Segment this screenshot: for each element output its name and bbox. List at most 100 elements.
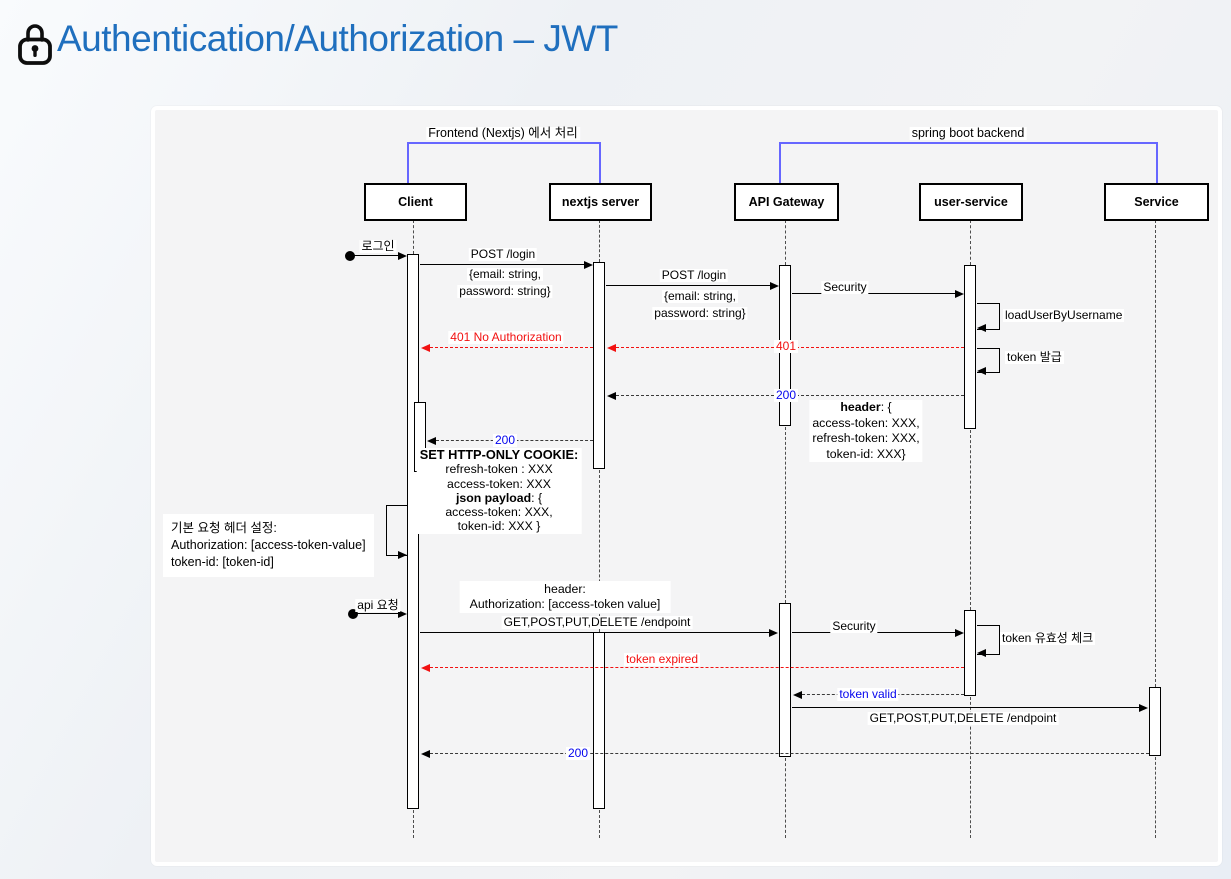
arrowhead xyxy=(607,391,616,400)
note-title: SET HTTP-ONLY COOKIE: xyxy=(419,447,579,462)
message-label-401: 401 xyxy=(773,339,799,353)
arrowhead xyxy=(977,323,986,332)
arrowhead xyxy=(770,281,779,290)
note-default-header: 기본 요청 헤더 설정: Authorization: [access-toke… xyxy=(163,514,374,577)
arrowhead xyxy=(398,609,407,618)
message-line-login xyxy=(353,255,399,256)
arrowhead xyxy=(398,550,407,559)
message-label-token-expired: token expired xyxy=(623,652,701,666)
note-line: header: { xyxy=(812,400,919,416)
selfcall-token-check xyxy=(977,625,1000,655)
page-title: Authentication/Authorization – JWT xyxy=(57,18,618,59)
group-label-frontend: Frontend (Nextjs) 에서 처리 xyxy=(426,126,580,140)
backend-bracket-right xyxy=(1156,142,1158,183)
note-line: json payload: { xyxy=(420,491,579,505)
note-line: token-id: XXX } xyxy=(457,519,541,534)
arrowhead xyxy=(793,690,802,699)
lifeline-user-service xyxy=(970,220,971,265)
diagram-card xyxy=(151,106,1222,866)
lifeline-service xyxy=(1155,220,1156,687)
message-line-security-1 xyxy=(792,293,956,294)
participant-api-gateway-label: API Gateway xyxy=(748,195,825,209)
lifeline-api-gateway xyxy=(785,220,786,265)
arrowhead xyxy=(584,260,593,269)
found-message-dot xyxy=(348,609,358,619)
arrowhead xyxy=(421,343,430,352)
message-label-security-2: Security xyxy=(830,619,878,633)
selfcall-load-user xyxy=(977,303,1000,330)
arrowhead xyxy=(955,628,964,637)
message-label-login: 로그인 xyxy=(359,239,397,253)
message-label-get-endpoint-1: GET,POST,PUT,DELETE /endpoint xyxy=(501,615,693,629)
participant-api-gateway: API Gateway xyxy=(734,183,839,221)
arrowhead xyxy=(955,289,964,298)
note-line: 기본 요청 헤더 설정: xyxy=(171,521,277,535)
participant-service: Service xyxy=(1104,183,1209,221)
note-line: access-token: XXX, xyxy=(812,415,920,430)
message-body-post-login-1: password: string} xyxy=(457,284,553,298)
arrowhead xyxy=(421,749,430,758)
message-body-post-login-1: {email: string, xyxy=(466,267,544,281)
note-line: Authorization: [access-token-value] xyxy=(171,538,366,552)
lifeline-nextjs xyxy=(599,470,600,632)
note-line: header: xyxy=(544,582,586,596)
participant-service-label: Service xyxy=(1134,195,1179,209)
note-line: token-id: XXX} xyxy=(826,446,906,461)
participant-nextjs: nextjs server xyxy=(549,183,652,221)
message-label-200-backend: 200 xyxy=(773,388,799,402)
group-label-backend: spring boot backend xyxy=(909,126,1027,140)
lifeline-api-gateway xyxy=(785,758,786,838)
note-text: : { xyxy=(880,400,892,414)
lock-icon xyxy=(18,24,52,65)
arrowhead xyxy=(977,648,986,657)
lifeline-api-gateway xyxy=(785,427,786,603)
participant-client-label: Client xyxy=(398,195,433,209)
message-body-post-login-2: {email: string, xyxy=(661,289,739,303)
lifeline-user-service xyxy=(970,697,971,838)
message-label-200-final: 200 xyxy=(565,746,591,760)
message-label-load-user: loadUserByUsername xyxy=(1003,308,1125,322)
note-line: token-id: [token-id] xyxy=(171,555,274,569)
participant-user-service-label: user-service xyxy=(934,195,1008,209)
note-line: refresh-token : XXX xyxy=(445,462,553,477)
frontend-bracket-left xyxy=(407,142,409,183)
note-line: refresh-token: XXX, xyxy=(812,431,920,445)
message-line-token-expired xyxy=(430,667,964,668)
note-token-header: header: { access-token: XXX, refresh-tok… xyxy=(809,400,923,462)
found-message-dot xyxy=(345,251,355,261)
note-request-header: header: Authorization: [access-token val… xyxy=(459,581,671,613)
activation-nextjs-2 xyxy=(593,632,605,809)
lifeline-service xyxy=(1155,757,1156,838)
message-label-security-1: Security xyxy=(821,280,869,294)
message-line-get-endpoint-1 xyxy=(420,632,770,633)
arrowhead xyxy=(1139,703,1148,712)
message-label-200-client: 200 xyxy=(492,433,518,447)
arrowhead xyxy=(977,366,986,375)
message-label-token-issue: token 발급 xyxy=(1005,350,1064,364)
frontend-bracket-right xyxy=(599,142,601,183)
participant-user-service: user-service xyxy=(919,183,1023,221)
message-line-200-final xyxy=(430,753,1149,754)
frontend-bracket-line xyxy=(407,142,600,144)
arrowhead xyxy=(607,343,616,352)
note-line: access-token: XXX xyxy=(447,476,551,491)
selfcall-token-issue xyxy=(977,348,1000,373)
arrowhead xyxy=(427,436,436,445)
activation-service xyxy=(1149,687,1161,756)
selfloop-client xyxy=(386,505,408,556)
message-label-get-endpoint-2: GET,POST,PUT,DELETE /endpoint xyxy=(867,711,1059,725)
note-bold: header xyxy=(840,400,881,414)
lifeline-nextjs xyxy=(599,810,600,838)
activation-nextjs-1 xyxy=(593,262,605,469)
note-bold: json payload xyxy=(455,490,532,505)
lifeline-user-service xyxy=(970,430,971,610)
note-text: : { xyxy=(531,490,543,505)
lifeline-nextjs xyxy=(599,220,600,262)
note-line: access-token: XXX, xyxy=(445,505,553,520)
arrowhead xyxy=(421,663,430,672)
message-label-token-valid: token valid xyxy=(837,687,899,701)
lifeline-client xyxy=(413,810,414,838)
message-label-post-login-1: POST /login xyxy=(468,247,538,261)
lifeline-client xyxy=(413,220,414,254)
message-label-token-check: token 유효성 체크 xyxy=(1000,631,1096,645)
